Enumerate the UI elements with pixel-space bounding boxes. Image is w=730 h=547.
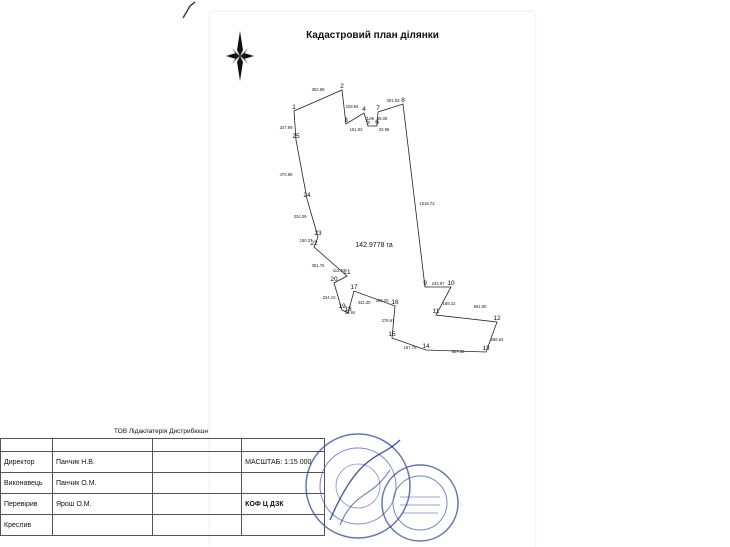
distance-label: 278.61 — [382, 318, 395, 323]
role-cell: Виконавець — [0, 472, 53, 494]
title-block-row: Перевірив Ярош О.М. КОФ Ц ДЗК — [0, 493, 325, 515]
scale-cell: МАСШТАБ: 1:15 000 — [241, 451, 325, 473]
distance-label: 165.22 — [443, 301, 456, 306]
vertex-label: 12 — [493, 315, 501, 322]
distance-label: 247.99 — [280, 125, 293, 130]
vertex-label: 4 — [362, 106, 366, 113]
north-arrow-icon — [226, 31, 254, 81]
vertex-label: 16 — [391, 299, 399, 306]
distance-label: 190.37 — [300, 238, 313, 243]
distance-label: 224.10 — [323, 295, 336, 300]
distance-label: 33.98 — [379, 127, 390, 132]
vertex-label: 7 — [376, 105, 380, 112]
distance-label: 286.64 — [491, 337, 504, 342]
distance-label: 65.08 — [377, 116, 388, 121]
vertex-label: 5 — [366, 119, 370, 126]
vertex-label: 19 — [338, 303, 346, 310]
code-cell: КОФ Ц ДЗК — [241, 493, 325, 515]
name-cell: Ярош О.М. — [51, 493, 153, 515]
title-block-row: Виконавець Панчик О.М. — [0, 472, 325, 494]
vertex-label: 11 — [433, 308, 440, 315]
vertex-label: 21 — [343, 269, 351, 276]
distance-label: 7.96 — [366, 116, 375, 121]
vertex-label: 18 — [344, 306, 352, 313]
vertex-label: 10 — [447, 280, 455, 287]
distance-label: 112.91 — [333, 268, 346, 273]
vertex-label: 15 — [388, 331, 396, 338]
title-block-row: Директор Панчик Н.В. МАСШТАБ: 1:15 000 — [0, 451, 325, 473]
role-cell: Перевірив — [0, 493, 53, 515]
vertex-label: 22 — [310, 240, 318, 247]
distance-label: 36.84 — [345, 310, 356, 315]
parcel-boundary — [293, 89, 498, 353]
distance-label: 229.94 — [346, 104, 359, 109]
company-name: ТОВ Лідаклатерія Дистрибюшн — [114, 428, 208, 435]
distance-label: 167.79 — [404, 345, 417, 350]
distance-label: 1018.72 — [419, 201, 435, 206]
title-block: Директор Панчик Н.В. МАСШТАБ: 1:15 000 В… — [0, 438, 325, 536]
vertex-label: 24 — [303, 192, 311, 199]
area-label: 142.9778 га — [355, 242, 393, 249]
plan-title: Кадастровий план ділянки — [306, 30, 439, 41]
distance-label: 342.30 — [358, 300, 371, 305]
role-cell: Креслив — [0, 514, 53, 536]
title-block-row — [0, 438, 325, 452]
vertex-label: 20 — [330, 276, 338, 283]
distance-label: 527.38 — [452, 349, 465, 354]
vertex-label: 9 — [423, 280, 427, 287]
distance-label: 470.86 — [280, 172, 293, 177]
role-cell: Директор — [0, 451, 53, 473]
distance-label: 363.89 — [312, 87, 325, 92]
vertex-label: 8 — [401, 97, 405, 104]
name-cell: Панчик О.М. — [51, 472, 153, 494]
name-cell — [51, 514, 153, 536]
distance-labels: 363.89 229.94 281.93 65.087.96 151.82 33.98 24… — [280, 87, 504, 354]
vertex-label: 23 — [314, 230, 322, 237]
vertex-label: 3 — [344, 117, 348, 124]
distance-label: 151.82 — [350, 127, 363, 132]
vertex-label: 6 — [375, 119, 379, 126]
distance-label: 288.20 — [376, 298, 389, 303]
vertex-label: 17 — [350, 284, 358, 291]
title-block-row: Креслив — [0, 514, 325, 536]
vertex-label: 13 — [482, 345, 490, 352]
distance-label: 561.90 — [474, 304, 487, 309]
distance-label: 233.97 — [432, 281, 445, 286]
vertex-label: 14 — [422, 343, 430, 350]
distance-label: 361.76 — [312, 263, 325, 268]
vertex-label: 2 — [340, 83, 344, 90]
scan-mark-icon — [182, 1, 196, 19]
vertex-label: 25 — [292, 133, 300, 140]
distance-label: 281.93 — [387, 98, 400, 103]
name-cell: Панчик Н.В. — [51, 451, 153, 473]
vertex-label: 1 — [292, 104, 296, 111]
distance-label: 324.09 — [294, 214, 307, 219]
